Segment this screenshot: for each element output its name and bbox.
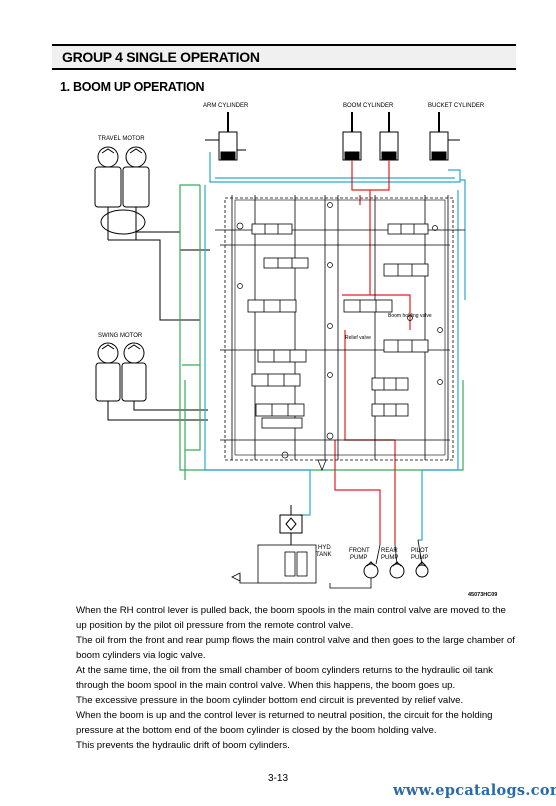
boom-cylinder-label: BOOM CYLINDER [343, 103, 394, 109]
hyd-tank-label-1: HYD [318, 545, 331, 551]
paragraph-5: When the boom is up and the control leve… [76, 710, 493, 736]
pump-lines [329, 539, 423, 589]
hyd-tank-label-2: TANK [316, 552, 332, 558]
swing-motor-label: SWING MOTOR [98, 333, 143, 339]
paragraph-6: This prevents the hydraulic drift of boo… [76, 740, 290, 751]
pilot-manifold [231, 544, 317, 584]
hyd-tank [279, 505, 303, 545]
front-pump [363, 561, 379, 579]
paragraph-2: The oil from the front and rear pump flo… [76, 635, 515, 661]
rear-pump-label-2: PUMP [381, 555, 398, 561]
rear-pump [389, 561, 405, 579]
group-header-bar: GROUP 4 SINGLE OPERATION [52, 44, 516, 70]
group-title: GROUP 4 SINGLE OPERATION [62, 49, 260, 65]
boom-cylinder-right [379, 112, 399, 161]
right-spool-stack [343, 223, 429, 417]
check-valves [236, 202, 443, 471]
left-spool-stack [247, 223, 309, 429]
boom-cylinder-left [342, 112, 362, 161]
section-title: 1. BOOM UP OPERATION [60, 80, 205, 94]
boom-holding-valve-label: Boom holding valve [388, 313, 432, 319]
main-control-valve [215, 195, 465, 461]
paragraph-3: At the same time, the oil from the small… [76, 665, 493, 691]
travel-motor [94, 146, 210, 321]
travel-motor-label: TRAVEL MOTOR [98, 136, 145, 142]
return-lines [179, 184, 464, 480]
front-pump-label-1: FRONT [349, 548, 370, 554]
arm-cylinder-label: ARM CYLINDER [203, 103, 249, 109]
drawing-code: 45073HC09 [468, 592, 497, 598]
pressure-lines [334, 160, 411, 545]
paragraph-4: The excessive pressure in the boom cylin… [76, 695, 464, 706]
page-number: 3-13 [268, 773, 289, 784]
pilot-pump-label-2: PUMP [411, 555, 428, 561]
front-pump-label-2: PUMP [350, 555, 367, 561]
pilot-lines [204, 152, 466, 541]
travel-motor-highlight-ellipse [100, 209, 146, 235]
bucket-cylinder [429, 112, 460, 161]
paragraph-1: When the RH control lever is pulled back… [76, 605, 506, 631]
rear-pump-label-1: REAR [381, 548, 398, 554]
arm-cylinder [205, 112, 246, 161]
body-text: When the RH control lever is pulled back… [76, 603, 516, 753]
watermark-link[interactable]: www.epcatalogs.com [393, 782, 556, 799]
swing-motor [95, 342, 208, 421]
relief-valve-label: Relief valve [345, 335, 371, 341]
bucket-cylinder-label: BUCKET CYLINDER [428, 103, 485, 109]
